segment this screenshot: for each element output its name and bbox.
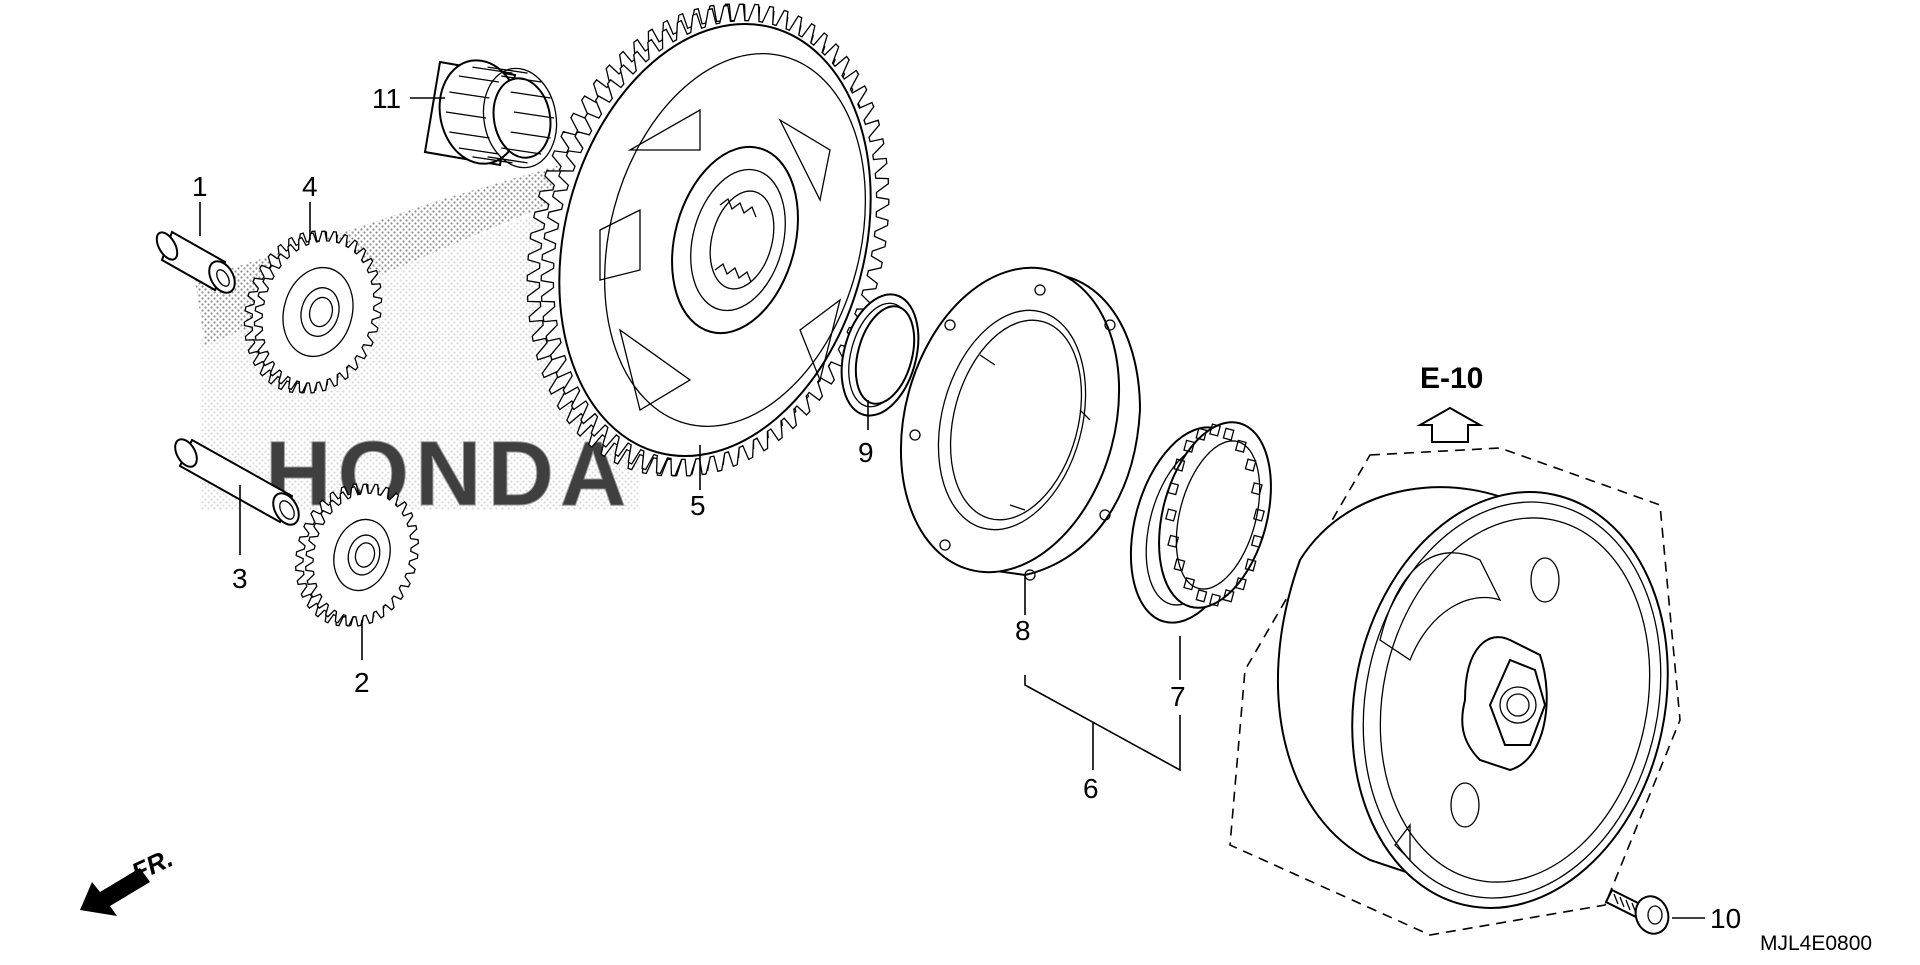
callout-9: 9 (858, 437, 874, 468)
part-7-sprag-clutch[interactable] (1111, 410, 1290, 636)
front-arrow-icon (80, 868, 150, 916)
part-4-gear[interactable] (243, 230, 383, 394)
reference-e10-label: E-10 (1420, 362, 1483, 395)
callout-11: 11 (372, 83, 401, 114)
flywheel[interactable] (1276, 462, 1705, 937)
reference-e10[interactable]: E-10 (1416, 362, 1484, 443)
part-8-clutch-outer[interactable] (868, 243, 1151, 597)
diagram-code: MJL4E0800 (1760, 932, 1872, 955)
callout-2: 2 (354, 667, 370, 698)
front-direction-indicator: FR. (80, 843, 178, 916)
honda-watermark-text: HONDA (265, 423, 632, 525)
part-3-shaft[interactable] (171, 436, 304, 530)
callout-8: 8 (1015, 615, 1031, 646)
part-11-needle-bearing[interactable] (423, 54, 564, 174)
callout-7: 7 (1170, 681, 1186, 712)
part-10-bolt[interactable] (1604, 888, 1674, 938)
up-arrow-icon (1416, 406, 1484, 443)
part-1-collar[interactable] (153, 229, 240, 297)
callout-6: 6 (1083, 773, 1099, 804)
callout-1: 1 (192, 171, 208, 202)
part-2-gear[interactable] (295, 483, 419, 627)
part-9-washer[interactable] (829, 286, 931, 424)
callout-3: 3 (232, 563, 248, 594)
flywheel-assembly-outline (1229, 447, 1681, 936)
callout-4: 4 (302, 171, 318, 202)
leader-6-bracket (1024, 675, 1181, 772)
callout-5: 5 (690, 490, 706, 521)
part-5-driven-gear[interactable] (513, 0, 917, 491)
callout-10: 10 (1710, 903, 1741, 934)
